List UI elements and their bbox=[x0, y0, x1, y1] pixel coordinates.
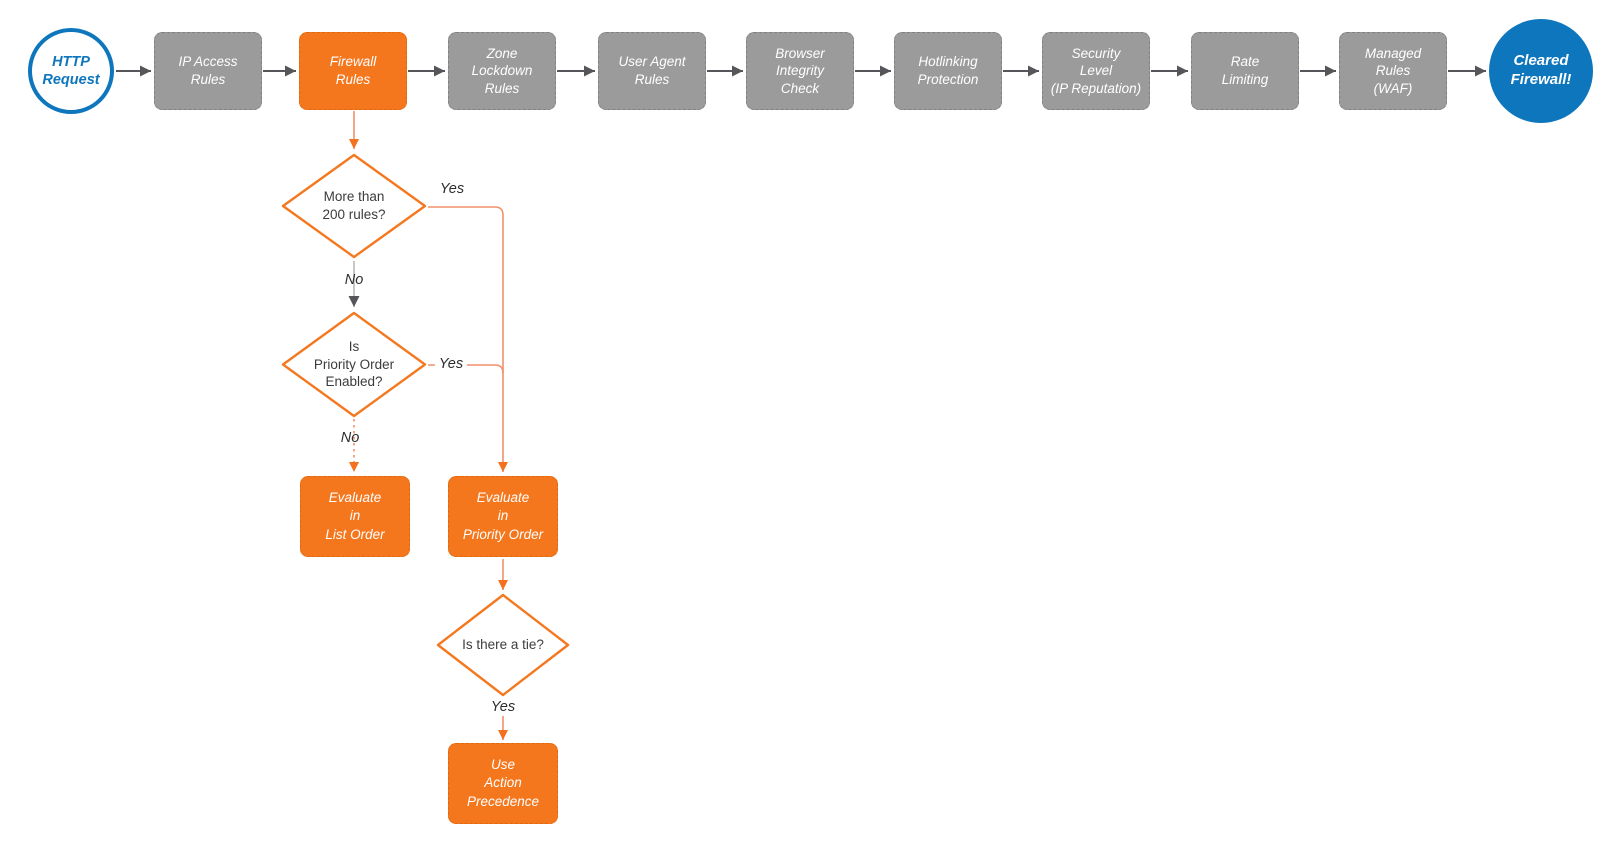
step-browser-integrity-check: Browser Integrity Check bbox=[746, 32, 854, 110]
step-rate-limiting: Rate Limiting bbox=[1191, 32, 1299, 110]
end-node-cleared-firewall: Cleared Firewall! bbox=[1489, 19, 1593, 123]
diamond-shape bbox=[436, 593, 570, 697]
step-security-level-ip-reputation: Security Level (IP Reputation) bbox=[1042, 32, 1150, 110]
step-hotlinking-protection: Hotlinking Protection bbox=[894, 32, 1002, 110]
step-user-agent-rules: User Agent Rules bbox=[598, 32, 706, 110]
action-evaluate-in-priority-order: Evaluate in Priority Order bbox=[448, 476, 558, 557]
step-managed-rules-waf: Managed Rules (WAF) bbox=[1339, 32, 1447, 110]
diamond-shape bbox=[281, 153, 427, 259]
edge-label-yes-1: Yes bbox=[439, 181, 465, 197]
step-zone-lockdown-rules: Zone Lockdown Rules bbox=[448, 32, 556, 110]
diamond-shape bbox=[281, 311, 427, 418]
edge-label-yes-2: Yes bbox=[434, 356, 468, 372]
decision-priority-order-enabled: Is Priority Order Enabled? bbox=[281, 311, 427, 418]
edge-label-no-2: No bbox=[340, 430, 360, 446]
step-ip-access-rules: IP Access Rules bbox=[154, 32, 262, 110]
decision-label: More than 200 rules? bbox=[322, 189, 386, 222]
decision-is-there-a-tie: Is there a tie? bbox=[436, 593, 570, 697]
decision-label: Is Priority Order Enabled? bbox=[313, 339, 395, 390]
decision-label: Is there a tie? bbox=[462, 637, 544, 653]
edge-label-yes-3: Yes bbox=[490, 699, 516, 715]
edge-label-no-1: No bbox=[344, 272, 364, 288]
action-evaluate-in-list-order: Evaluate in List Order bbox=[300, 476, 410, 557]
action-use-action-precedence: Use Action Precedence bbox=[448, 743, 558, 824]
decision-more-than-200-rules: More than 200 rules? bbox=[281, 153, 427, 259]
step-firewall-rules: Firewall Rules bbox=[299, 32, 407, 110]
start-node-http-request: HTTP Request bbox=[28, 28, 114, 114]
